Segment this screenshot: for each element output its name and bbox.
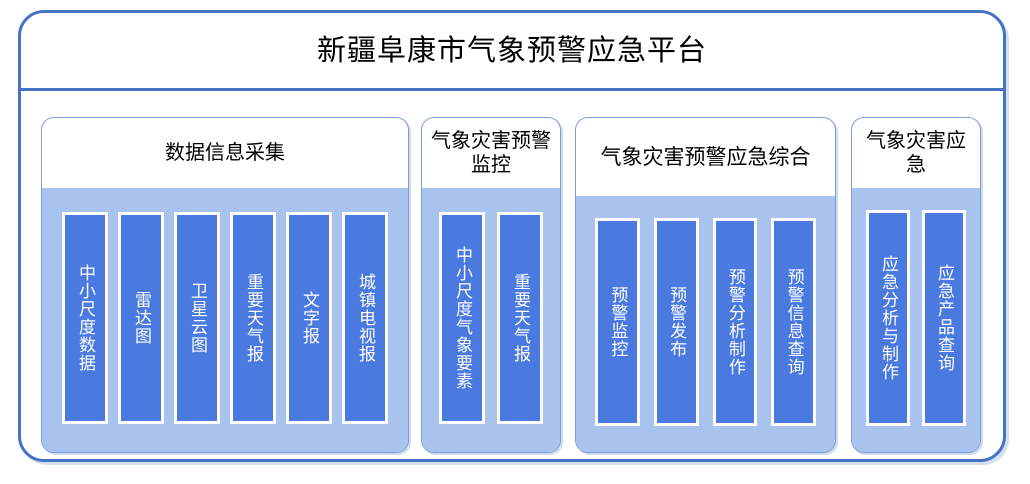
section-warning-emergency-integrated[interactable]: 气象灾害预警应急综合 预警监控 预警发布 预警分析制作 预警信息查 (575, 117, 836, 453)
section-disaster-emergency[interactable]: 气象灾害应急 应急分析与制作 应急产品查询 (851, 117, 981, 453)
page-title: 新疆阜康市气象预警应急平台 (316, 33, 707, 67)
item-box[interactable]: 应急产品查询 (922, 210, 966, 426)
item-box[interactable]: 应急分析与制作 (866, 210, 910, 426)
item-label: 预警发布 (666, 286, 687, 358)
item-list-data-collection: 中小尺度数据 雷达图 卫星云图 重要天气报 文字报 (52, 212, 398, 424)
item-box[interactable]: 预警发布 (653, 218, 699, 426)
item-label: 重要天气报 (243, 273, 263, 363)
item-box[interactable]: 中小尺度数据 (62, 212, 108, 424)
section-disaster-warning-monitor[interactable]: 气象灾害预警监控 中小尺度气象要素 重要天气报 (421, 117, 561, 453)
sections-container: 数据信息采集 中小尺度数据 雷达图 卫星云图 重要天气报 (21, 91, 1003, 459)
item-label: 应急分析与制作 (878, 255, 898, 381)
item-label: 文字报 (299, 291, 319, 345)
platform-header: 新疆阜康市气象预警应急平台 (21, 13, 1003, 91)
item-label: 卫星云图 (187, 282, 207, 354)
item-box[interactable]: 预警分析制作 (712, 218, 758, 426)
item-label: 重要天气报 (510, 273, 530, 363)
item-box[interactable]: 文字报 (286, 212, 332, 424)
section-title-warning-emergency-integrated: 气象灾害预警应急综合 (600, 144, 811, 169)
item-label: 预警分析制作 (724, 268, 745, 376)
section-body-warning-emergency-integrated: 预警监控 预警发布 预警分析制作 预警信息查询 (576, 196, 835, 452)
item-box[interactable]: 雷达图 (118, 212, 164, 424)
item-list-disaster-warning-monitor: 中小尺度气象要素 重要天气报 (432, 212, 550, 424)
section-body-disaster-emergency: 应急分析与制作 应急产品查询 (852, 188, 980, 452)
item-label: 城镇电视报 (355, 273, 375, 363)
item-box[interactable]: 预警信息查询 (771, 218, 816, 426)
item-list-disaster-emergency: 应急分析与制作 应急产品查询 (860, 210, 972, 426)
section-data-collection[interactable]: 数据信息采集 中小尺度数据 雷达图 卫星云图 重要天气报 (41, 117, 409, 453)
section-body-data-collection: 中小尺度数据 雷达图 卫星云图 重要天气报 文字报 (42, 188, 408, 452)
item-label: 雷达图 (131, 291, 151, 345)
item-box[interactable]: 卫星云图 (174, 212, 220, 424)
item-box[interactable]: 预警监控 (595, 218, 640, 426)
section-title-disaster-emergency: 气象灾害应急 (866, 128, 966, 176)
item-box[interactable]: 中小尺度气象要素 (439, 212, 485, 424)
item-label: 中小尺度气象要素 (452, 246, 472, 390)
item-label: 应急产品查询 (934, 264, 954, 372)
item-box[interactable]: 城镇电视报 (342, 212, 388, 424)
item-box[interactable]: 重要天气报 (230, 212, 276, 424)
platform-frame: 新疆阜康市气象预警应急平台 数据信息采集 中小尺度数据 雷达图 卫星云图 (18, 10, 1006, 462)
section-title-data-collection: 数据信息采集 (165, 140, 285, 165)
item-list-warning-emergency-integrated: 预警监控 预警发布 预警分析制作 预警信息查询 (588, 218, 823, 426)
item-label: 预警信息查询 (783, 268, 804, 376)
section-title-disaster-warning-monitor: 气象灾害预警监控 (431, 128, 551, 176)
item-label: 预警监控 (607, 286, 628, 358)
section-body-disaster-warning-monitor: 中小尺度气象要素 重要天气报 (422, 188, 560, 452)
item-box[interactable]: 重要天气报 (497, 212, 543, 424)
item-label: 中小尺度数据 (75, 264, 95, 372)
